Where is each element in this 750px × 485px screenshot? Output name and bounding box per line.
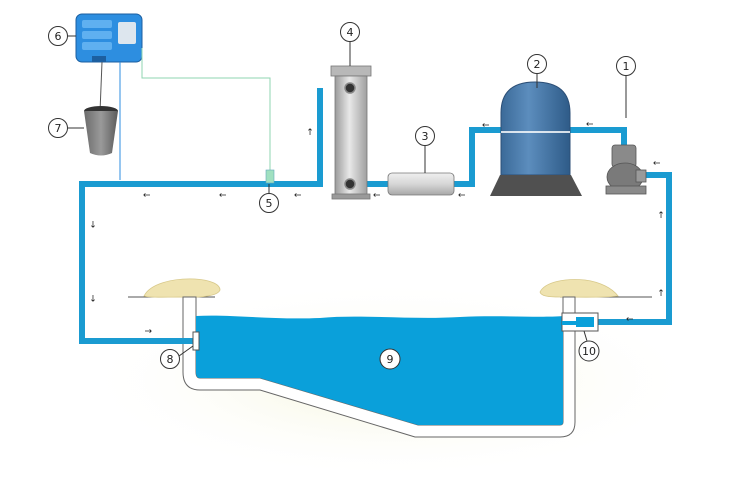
flow-arrow: ↑	[306, 128, 314, 138]
pipe-network	[79, 88, 672, 344]
callout-1	[616, 56, 636, 76]
pump	[605, 144, 647, 195]
callout-7-label: 7	[55, 122, 62, 135]
flow-arrow: ↑	[586, 120, 596, 128]
callout-6-label: 6	[55, 30, 62, 43]
controller-wires	[99, 48, 271, 180]
controller	[75, 13, 143, 63]
flow-arrows: ↑ ↑ ↑ ↑ ↑ ↑ ↑ ↑ ↑ ↑ ↑ ↑ ↑ ↑ ↑	[89, 120, 665, 335]
callout-9-label: 9	[387, 353, 394, 366]
flow-arrow: ↑	[219, 191, 229, 199]
filter-outlet-pipe	[450, 127, 505, 187]
flow-arrow: ↑	[458, 191, 468, 199]
callout-1-label: 1	[623, 60, 630, 73]
callout-3-label: 3	[422, 130, 429, 143]
callout-8	[160, 349, 180, 369]
chemical-bucket	[84, 106, 118, 156]
callout-4	[340, 22, 360, 42]
sensor-line	[141, 48, 271, 172]
callout-7	[48, 118, 68, 138]
dosing-tube	[99, 61, 103, 113]
skimmer	[561, 312, 599, 332]
return-pipe	[79, 88, 323, 344]
callout-4-label: 4	[347, 26, 354, 39]
callout-2	[527, 54, 547, 74]
flow-arrow: ↑	[657, 289, 665, 299]
flow-arrow: ↑	[89, 218, 97, 228]
callout-2-label: 2	[534, 58, 541, 71]
callout-5	[259, 193, 279, 213]
flow-arrow: ↑	[657, 211, 665, 221]
callout-9	[379, 348, 401, 370]
sand-left	[143, 278, 221, 298]
flow-arrow: ↑	[142, 327, 152, 335]
callout-8-label: 8	[167, 353, 174, 366]
sand-right	[539, 279, 619, 298]
flow-arrow: ↑	[143, 191, 153, 199]
suction-pipe	[598, 172, 672, 325]
uv-column	[330, 65, 372, 200]
sensor-probe	[265, 169, 275, 184]
callout-10-label: 10	[582, 345, 596, 358]
flow-arrow: ↑	[294, 191, 304, 199]
pool-water	[196, 315, 563, 425]
callout-5-label: 5	[266, 197, 273, 210]
callout-3	[415, 126, 435, 146]
flow-arrow: ↑	[653, 159, 663, 167]
flow-arrow: ↑	[373, 191, 383, 199]
inlet-nozzle	[192, 331, 200, 351]
callout-6	[48, 26, 68, 46]
callout-10	[578, 340, 600, 362]
callouts: 1 2 3 4 5 6 7 8 9 10	[48, 22, 636, 370]
cartridge-cylinder	[387, 172, 455, 196]
flow-arrow: ↑	[482, 121, 492, 129]
pump-to-filter-pipe	[565, 127, 627, 150]
flow-arrow: ↑	[626, 315, 636, 323]
sand-filter	[490, 81, 582, 196]
flow-arrow: ↑	[89, 292, 97, 302]
